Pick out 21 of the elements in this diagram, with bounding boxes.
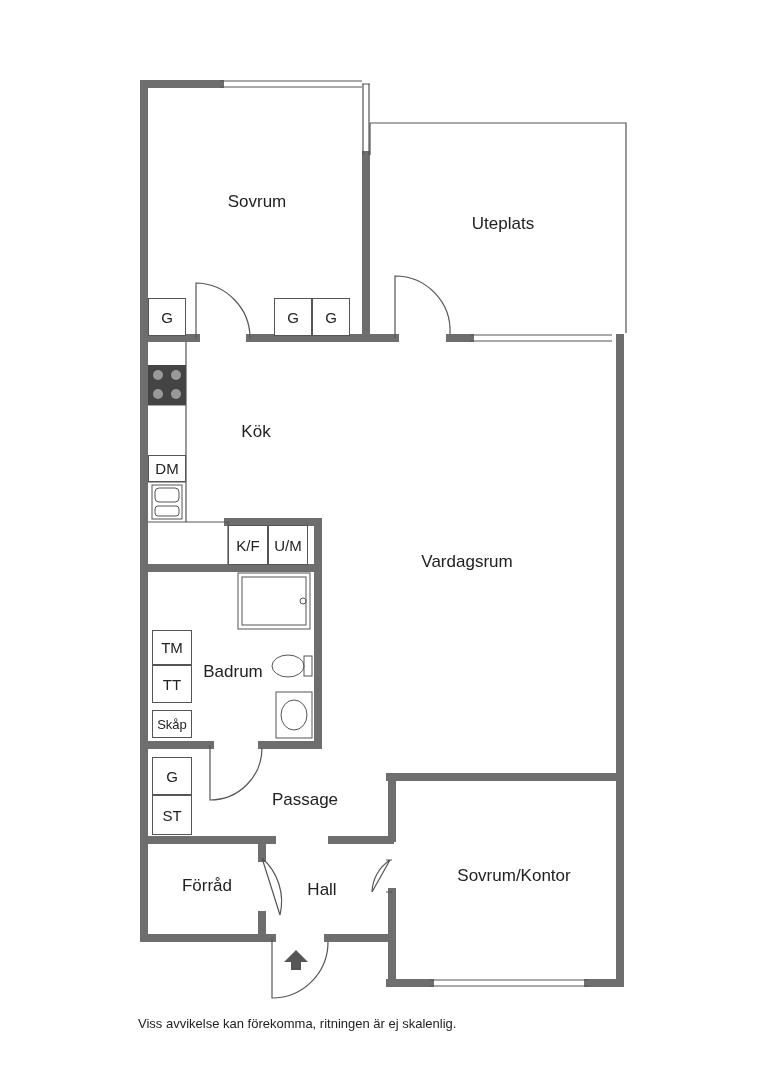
cabinet: TM xyxy=(152,630,192,665)
room-name: Kök xyxy=(241,422,271,442)
room-name: Sovrum xyxy=(227,192,287,212)
room-name: Passage xyxy=(271,790,339,810)
caption: Viss avvikelse kan förekomma, ritningen är ej skalenlig. xyxy=(138,1016,457,1031)
cabinet: TT xyxy=(152,665,192,703)
cabinet: ST xyxy=(152,795,192,835)
cabinet: G xyxy=(148,298,186,336)
room-name: Uteplats xyxy=(471,214,535,234)
cabinet: DM xyxy=(148,455,186,482)
cabinet: K/F xyxy=(228,525,268,565)
room-name: Sovrum/Kontor xyxy=(457,866,571,886)
cabinet: G xyxy=(312,298,350,336)
cabinet: G xyxy=(274,298,312,336)
room-name: Vardagsrum xyxy=(421,552,513,572)
cabinet: U/M xyxy=(268,525,308,565)
cabinet: Skåp xyxy=(152,710,192,738)
room-name: Förråd xyxy=(181,876,233,896)
cabinet: G xyxy=(152,757,192,795)
room-name: Badrum xyxy=(203,662,263,682)
room-name: Hall xyxy=(307,880,337,900)
